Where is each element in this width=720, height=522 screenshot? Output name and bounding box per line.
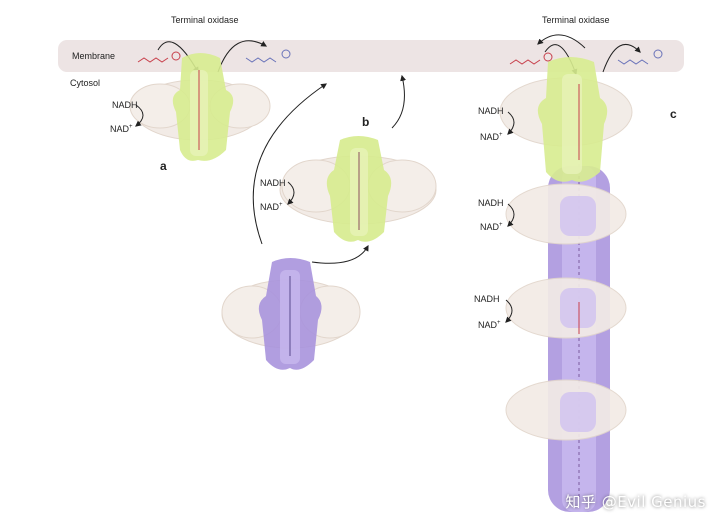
oxidase-arrow-c-left [537,34,586,49]
complex-i-filament [499,57,633,512]
nadh-label-c2: NADH [478,198,504,208]
complex-i-panel-b-upper [279,136,437,242]
upper-arrow-to-membrane [391,74,407,129]
nad-label-c3: NAD+ [478,320,501,330]
panel-label-a: a [160,159,167,173]
nad-label-c2: NAD+ [480,222,503,232]
assembly-arrow-to-membrane [252,83,327,245]
assembly-arrow-to-upper [311,244,369,264]
nadh-arrow-c2 [507,203,515,227]
membrane-label: Membrane [72,51,115,61]
nadh-label-b: NADH [260,178,286,188]
nadh-label-c1: NADH [478,106,504,116]
panel-label-c: c [670,107,677,121]
nad-label-a: NAD+ [110,124,133,134]
oxidase-arrow-c-return [602,43,641,73]
quinone-molecules [137,49,663,65]
complex-i-panel-b-lower [221,258,361,370]
watermark: 知乎 @Evil Genius [565,493,706,511]
nadh-arrow-c3 [505,299,513,323]
nad-label-b: NAD+ [260,202,283,212]
nadh-label-c3: NADH [474,294,500,304]
terminal-oxidase-label-c: Terminal oxidase [542,15,610,25]
panel-label-b: b [362,115,369,129]
nadh-arrow-a [135,104,144,127]
terminal-oxidase-label-a: Terminal oxidase [171,15,239,25]
complex-i-panel-a [129,53,271,161]
nadh-label-a: NADH [112,100,138,110]
nad-label-c1: NAD+ [480,132,503,142]
nadh-arrow-b [287,181,295,205]
cytosol-label: Cytosol [70,78,100,88]
nadh-arrow-c1 [507,111,515,135]
